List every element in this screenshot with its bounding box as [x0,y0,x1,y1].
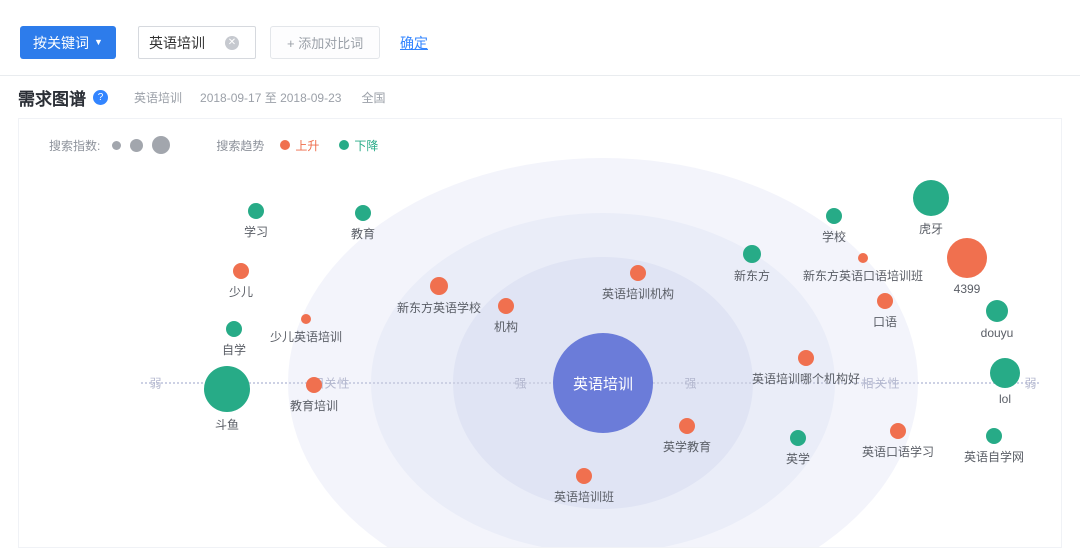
bubble-down[interactable] [204,366,250,412]
legend-up-label: 上升 [295,138,320,153]
bubble-label: 新东方 [733,269,771,283]
bubble-up[interactable] [947,238,987,278]
page-title: 需求图谱 [18,89,86,109]
keyword-input[interactable] [149,34,225,51]
bubble-label: 少儿 [228,285,254,299]
legend-down-label: 下降 [354,138,379,153]
bubble-down[interactable] [913,180,949,216]
bubble-down[interactable] [355,205,371,221]
axis-label-1: 弱 [149,376,163,391]
bubble-label: 英学 [785,452,811,466]
bubble-down[interactable] [226,321,242,337]
bubble-up[interactable] [890,423,906,439]
bubble-label: 学校 [821,230,847,244]
keyword-mode-label: 按关键词 [33,34,89,51]
bubble-label: 英学教育 [662,440,712,454]
bubble-up[interactable] [306,377,322,393]
bubble-label: 英语培训机构 [601,287,675,301]
bubble-label: 虎牙 [918,222,944,236]
bubble-up[interactable] [233,263,249,279]
size-dot-large-icon [152,136,171,154]
bubble-down[interactable] [986,300,1008,322]
header-keyword: 英语培训 [134,90,183,105]
bubble-label: 教育培训 [289,399,339,413]
bubble-up[interactable] [301,314,311,324]
bubble-label: 教育 [350,227,376,241]
bubble-label: 机构 [493,320,519,334]
header-date-range: 2018-09-17 至 2018-09-23 [200,90,342,105]
bubble-label: 新东方英语学校 [396,301,482,315]
keyword-input-wrap: ✕ [138,26,256,59]
center-keyword-bubble[interactable]: 英语培训 [553,333,653,433]
bubble-label: lol [998,392,1012,406]
bubble-label: douyu [980,326,1014,340]
legend-trend-label: 搜索趋势 [216,138,265,153]
bubble-up[interactable] [858,253,868,263]
bubble-down[interactable] [990,358,1020,388]
bubble-label: 新东方英语口语培训班 [802,269,924,283]
trend-up-dot-icon [280,140,291,150]
axis-label-4: 强 [684,376,698,391]
bubble-up[interactable] [498,298,514,314]
confirm-link[interactable]: 确定 [400,35,428,51]
legend-index-label: 搜索指数: [49,138,101,153]
bubble-label: 少儿英语培训 [269,330,343,344]
clear-icon[interactable]: ✕ [225,35,239,50]
bubble-label: 英语培训班 [553,490,615,504]
toolbar: 按关键词 ▼ ✕ + 添加对比词 确定 [0,0,1080,76]
bubble-label: 英语培训哪个机构好 [751,372,861,386]
keyword-mode-button[interactable]: 按关键词 ▼ [20,26,116,59]
bubble-label: 自学 [221,343,247,357]
chevron-down-icon: ▼ [94,37,103,47]
bubble-down[interactable] [743,245,761,263]
add-compare-button[interactable]: + 添加对比词 [270,26,381,59]
header-region: 全国 [361,90,386,105]
bubble-up[interactable] [630,265,646,281]
bubble-down[interactable] [790,430,806,446]
bubble-label: 英语口语学习 [861,445,935,459]
bubble-label: 学习 [243,225,269,239]
bubble-label: 斗鱼 [214,418,240,432]
bubble-up[interactable] [877,293,893,309]
help-icon[interactable]: ? [93,89,108,105]
size-dot-small-icon [112,140,122,150]
axis-label-6: 弱 [1024,376,1038,391]
demand-map-panel: 弱相关性强强相关性弱学习教育少儿自学少儿英语培训新东方英语学校机构教育培训斗鱼英… [18,118,1062,548]
bubble-label: 英语自学网 [963,450,1025,464]
legend: 搜索指数: 搜索趋势 上升 下降 [49,135,378,155]
bubble-up[interactable] [430,277,448,295]
trend-down-dot-icon [339,140,350,150]
bubble-down[interactable] [986,428,1002,444]
bubble-up[interactable] [576,468,592,484]
bubble-up[interactable] [679,418,695,434]
section-header: 需求图谱 ? 英语培训 2018-09-17 至 2018-09-23 全国 [0,76,1080,118]
bubble-down[interactable] [826,208,842,224]
axis-label-3: 强 [514,376,528,391]
bubble-label: 口语 [872,315,898,329]
bubble-up[interactable] [798,350,814,366]
bubble-label: 4399 [953,282,981,296]
size-dot-medium-icon [130,138,144,152]
bubble-down[interactable] [248,203,264,219]
axis-label-5: 相关性 [861,376,901,391]
bubble-chart: 弱相关性强强相关性弱学习教育少儿自学少儿英语培训新东方英语学校机构教育培训斗鱼英… [19,119,1061,547]
